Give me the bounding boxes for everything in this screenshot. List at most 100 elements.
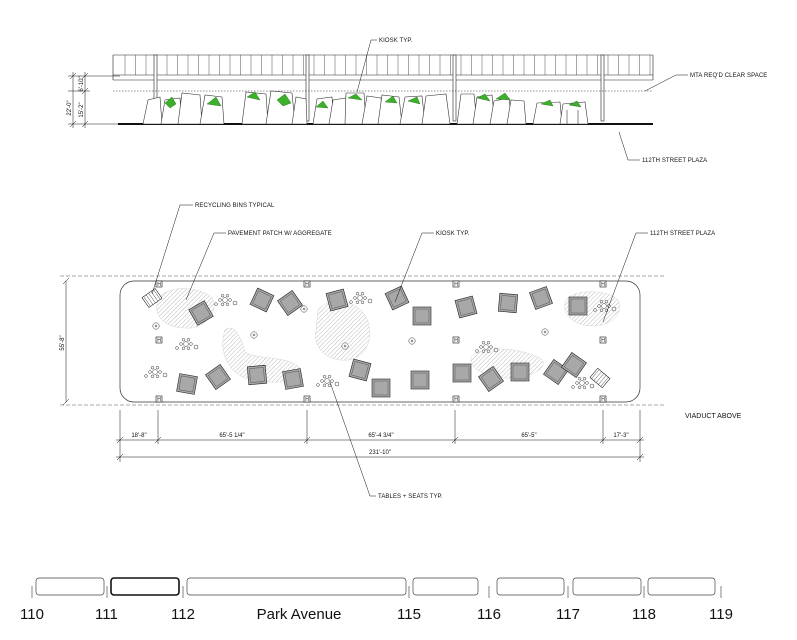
svg-text:H: H bbox=[157, 282, 161, 288]
tables-seats-label: TABLES + SEATS TYP. bbox=[378, 494, 443, 500]
table-cluster-3 bbox=[175, 338, 199, 350]
svg-text:H: H bbox=[601, 338, 605, 344]
block-118-119[interactable] bbox=[647, 577, 716, 596]
plan-tables bbox=[144, 292, 617, 389]
plan-plaza-label: 112TH STREET PLAZA bbox=[650, 231, 715, 237]
kiosk-11 bbox=[176, 373, 198, 395]
svg-text:H: H bbox=[157, 397, 161, 403]
dim-segment-4: 65'-5" bbox=[521, 433, 536, 439]
street-number-117: 117 bbox=[556, 606, 580, 623]
dim-segment-1: 18'-8" bbox=[131, 433, 146, 439]
kiosk-17 bbox=[410, 370, 430, 390]
kiosk-10 bbox=[568, 296, 588, 316]
street-number-112: 112 bbox=[171, 606, 195, 623]
street-number-116: 116 bbox=[477, 606, 501, 623]
plan-kiosk-label: KIOSK TYP. bbox=[436, 231, 470, 237]
viaduct-above-label: VIADUCT ABOVE bbox=[685, 413, 742, 420]
kiosk-7 bbox=[454, 295, 478, 319]
elevation-kiosks bbox=[142, 90, 589, 125]
elevation-leaders bbox=[356, 39, 688, 161]
recycling-bin-3: H bbox=[155, 395, 163, 403]
plan-kiosks bbox=[141, 285, 611, 398]
block-112-115[interactable] bbox=[186, 577, 407, 596]
svg-text:H: H bbox=[601, 282, 605, 288]
street-number-119: 119 bbox=[709, 606, 733, 623]
kiosk-20 bbox=[510, 362, 530, 382]
plan-leaders bbox=[151, 204, 648, 497]
plan-height-dimension bbox=[62, 277, 70, 406]
street-number-115: 115 bbox=[397, 606, 421, 623]
svg-text:H: H bbox=[454, 338, 458, 344]
kiosk-18 bbox=[452, 363, 472, 383]
recycling-bin-7: H bbox=[452, 336, 460, 344]
elevation-lower-height: 15'-2" bbox=[79, 102, 85, 117]
svg-text:H: H bbox=[454, 282, 458, 288]
plan-view: H H H H H H H H H H H RECYCLING BINS TYPICAL PAVEM… bbox=[60, 203, 742, 500]
plan-height-label: 55'-8" bbox=[60, 335, 66, 350]
elevation-total-height: 22'-0" bbox=[67, 100, 73, 115]
pavement-patch-label: PAVEMENT PATCH W/ AGGREGATE bbox=[228, 231, 332, 237]
svg-text:H: H bbox=[305, 282, 309, 288]
recycling-bin-11: H bbox=[599, 395, 607, 403]
viaduct-elevation bbox=[112, 54, 654, 122]
street-number-111: 111 bbox=[95, 606, 118, 623]
single-table-4 bbox=[541, 328, 549, 336]
recycling-bin-8: H bbox=[452, 395, 460, 403]
clear-space-label: MTA REQ'D CLEAR SPACE bbox=[690, 73, 767, 79]
svg-text:H: H bbox=[601, 397, 605, 403]
park-avenue-label: Park Avenue bbox=[257, 606, 342, 623]
table-cluster-2 bbox=[349, 292, 373, 304]
table-cluster-6 bbox=[475, 341, 499, 353]
kiosk-14 bbox=[282, 368, 304, 390]
single-table-6 bbox=[152, 322, 160, 330]
elevation-dimension-lines bbox=[68, 72, 120, 128]
kiosk-13 bbox=[246, 364, 268, 386]
kiosk-6 bbox=[412, 306, 432, 326]
kiosk-9 bbox=[529, 286, 553, 310]
block-111-112[interactable] bbox=[110, 577, 180, 596]
kiosk-15 bbox=[348, 358, 372, 382]
single-table-3 bbox=[341, 342, 349, 350]
kiosk-16 bbox=[371, 378, 391, 398]
kiosk-2 bbox=[249, 287, 275, 313]
recycling-bins-label: RECYCLING BINS TYPICAL bbox=[195, 203, 275, 209]
recycling-bin-6: H bbox=[452, 280, 460, 288]
street-number-118: 118 bbox=[632, 606, 656, 623]
elevation-tree-canopy bbox=[164, 91, 582, 109]
market-stall-1 bbox=[141, 288, 163, 308]
recycling-bin-5: H bbox=[303, 395, 311, 403]
svg-text:H: H bbox=[157, 338, 161, 344]
table-cluster-1 bbox=[214, 294, 238, 306]
kiosk-3 bbox=[277, 290, 303, 316]
street-number-110: 110 bbox=[20, 606, 44, 623]
block-116-117[interactable] bbox=[496, 577, 565, 596]
elevation-plaza-label: 112TH STREET PLAZA bbox=[642, 158, 707, 164]
recycling-bin-2: H bbox=[155, 336, 163, 344]
market-stall-2 bbox=[589, 367, 611, 389]
table-cluster-5 bbox=[316, 375, 340, 387]
kiosk-1 bbox=[188, 300, 214, 326]
dim-segment-5: 17'-3" bbox=[613, 433, 628, 439]
single-table-2 bbox=[408, 337, 416, 345]
single-table-5 bbox=[300, 305, 308, 313]
svg-text:H: H bbox=[454, 397, 458, 403]
street-bar: 110 111 112 Park Avenue 115 116 117 118 … bbox=[20, 577, 733, 623]
recycling-bin-9: H bbox=[599, 280, 607, 288]
elevation-upper-height: 6'-10" bbox=[79, 76, 85, 91]
table-cluster-4 bbox=[144, 366, 168, 378]
kiosk-8 bbox=[497, 292, 519, 314]
kiosk-22 bbox=[561, 352, 587, 378]
block-115-116[interactable] bbox=[412, 577, 479, 596]
recycling-bin-1: H bbox=[155, 280, 163, 288]
dim-total: 231'-10" bbox=[369, 450, 391, 456]
block-110-111[interactable] bbox=[35, 577, 105, 596]
kiosk-5 bbox=[384, 285, 410, 311]
recycling-bin-4: H bbox=[303, 280, 311, 288]
dim-segment-3: 65'-4 3/4" bbox=[368, 433, 393, 439]
elevation-view: 22'-0" 6'-10" 15'-2" KIOSK TYP. MTA REQ'… bbox=[67, 38, 767, 164]
plan-width-dimensions bbox=[116, 410, 644, 462]
block-117-118[interactable] bbox=[572, 577, 642, 596]
svg-text:H: H bbox=[305, 397, 309, 403]
dim-segment-2: 65'-5 1/4" bbox=[219, 433, 244, 439]
recycling-bin-10: H bbox=[599, 336, 607, 344]
